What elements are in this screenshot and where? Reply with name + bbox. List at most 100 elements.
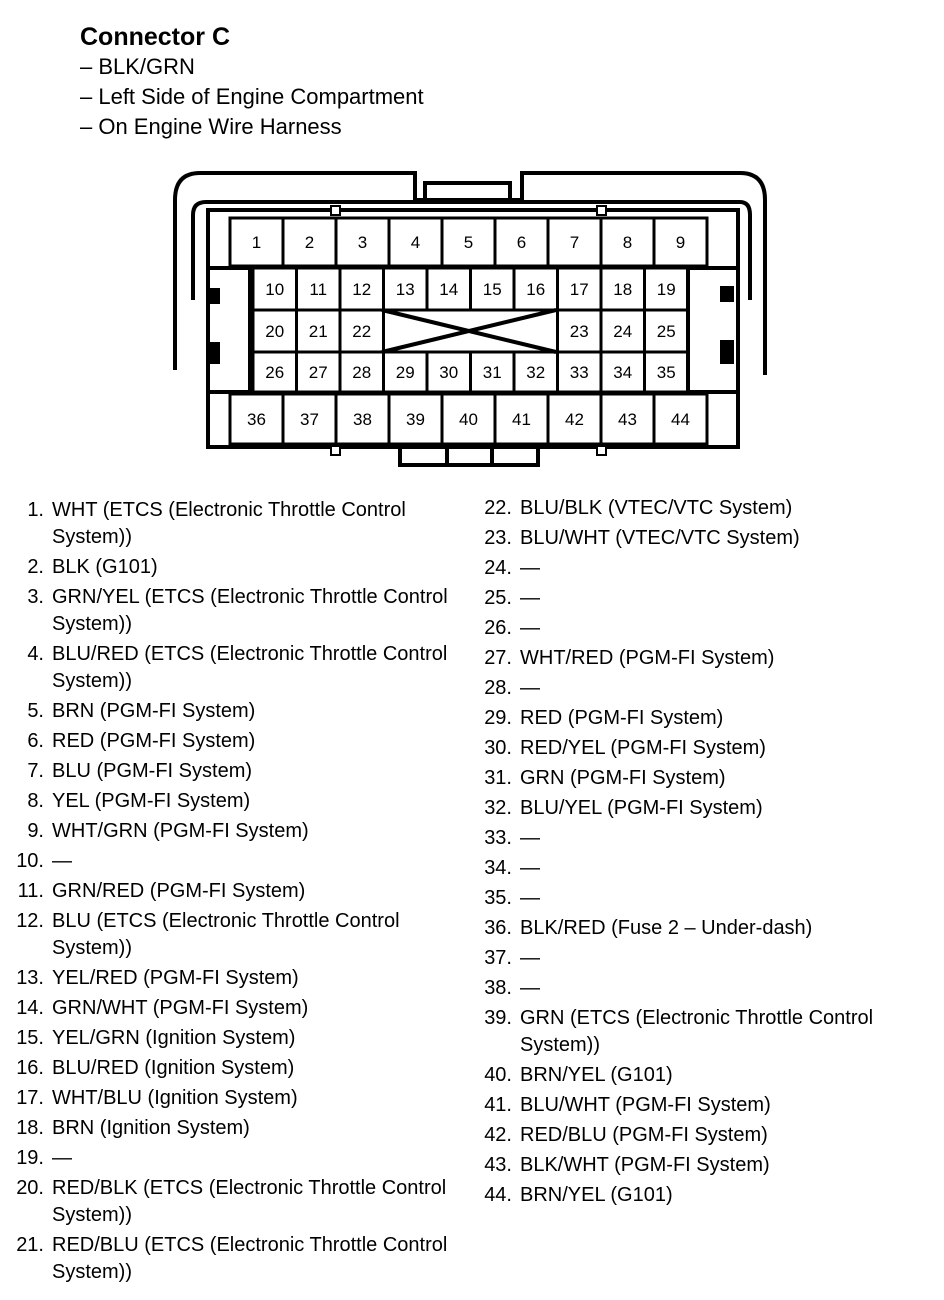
- pin-number: 30.: [484, 737, 512, 759]
- pin-number: 22.: [484, 497, 512, 519]
- pin-item: 13.YEL/RED (PGM-FI System): [0, 965, 460, 992]
- pin-description: BLK/RED (Fuse 2 – Under-dash): [520, 917, 813, 939]
- pin-cell-label: 16: [526, 280, 545, 299]
- pin-cell-label: 19: [657, 280, 676, 299]
- pin-number: 6.: [27, 730, 44, 752]
- pin-item: 12.BLU (ETCS (Electronic Throttle Contro…: [0, 908, 460, 962]
- pin-number: 25.: [484, 587, 512, 609]
- connector-title: Connector C: [80, 23, 230, 51]
- pin-number: 4.: [27, 643, 44, 665]
- pin-cell-label: 18: [613, 280, 632, 299]
- pin-description: BLU (ETCS (Electronic Throttle Control S…: [52, 910, 400, 959]
- pin-cell-label: 4: [411, 233, 420, 252]
- pin-number: 13.: [16, 967, 44, 989]
- pin-description: YEL/GRN (Ignition System): [52, 1027, 296, 1049]
- pin-description: RED (PGM-FI System): [52, 730, 256, 752]
- pin-number: 16.: [16, 1057, 44, 1079]
- pin-number: 10.: [16, 850, 44, 872]
- pin-item: 33. —: [468, 825, 938, 852]
- pin-cell-label: 22: [352, 322, 371, 341]
- pin-item: 25.—: [468, 585, 938, 612]
- connector-location: – Left Side of Engine Compartment: [80, 84, 424, 109]
- pin-item: 41.BLU/WHT (PGM-FI System): [468, 1092, 938, 1119]
- pin-description: BLU (PGM-FI System): [52, 760, 253, 782]
- pin-item: 22. BLU/BLK (VTEC/VTC System): [468, 495, 938, 522]
- pin-item: 44. BRN/YEL (G101): [468, 1182, 938, 1209]
- pin-description: RED (PGM-FI System): [520, 707, 724, 729]
- pin-cell-label: 10: [265, 280, 284, 299]
- pin-item: 15. YEL/GRN (Ignition System): [0, 1025, 460, 1052]
- pin-cell-label: 3: [358, 233, 367, 252]
- pin-number: 15.: [16, 1027, 44, 1049]
- pin-description: BRN/YEL (G101): [520, 1184, 673, 1206]
- pin-number: 14.: [16, 997, 44, 1019]
- pin-item: 34.—: [468, 855, 938, 882]
- pin-cell-label: 8: [623, 233, 632, 252]
- pin-description: BLU/RED (Ignition System): [52, 1057, 295, 1079]
- pin-number: 38.: [484, 977, 512, 999]
- pin-number: 44.: [484, 1184, 512, 1206]
- pin-description: BLU/YEL (PGM-FI System): [520, 797, 763, 819]
- pin-item: 35.—: [468, 885, 938, 912]
- pin-number: 20.: [16, 1177, 44, 1199]
- pin-description: BLU/BLK (VTEC/VTC System): [520, 497, 793, 519]
- pin-item: 17.WHT/BLU (Ignition System): [0, 1085, 460, 1112]
- pin-cell-label: 7: [570, 233, 579, 252]
- pin-number: 7.: [27, 760, 44, 782]
- pin-cell-label: 21: [309, 322, 328, 341]
- pin-description: —: [520, 677, 540, 699]
- pin-description: YEL (PGM-FI System): [52, 790, 251, 812]
- pin-cell-label: 29: [396, 363, 415, 382]
- pin-cell-label: 27: [309, 363, 328, 382]
- pin-cell-label: 44: [671, 410, 690, 429]
- pin-item: 8. YEL (PGM-FI System): [0, 788, 460, 815]
- pin-cell-label: 9: [676, 233, 685, 252]
- pin-cell-label: 36: [247, 410, 266, 429]
- pin-description: WHT/RED (PGM-FI System): [520, 647, 775, 669]
- pin-item: 5.BRN (PGM-FI System): [0, 698, 460, 725]
- pin-number: 8.: [27, 790, 44, 812]
- pin-description: —: [52, 1147, 72, 1169]
- pin-description: BRN/YEL (G101): [520, 1064, 673, 1086]
- pin-description: —: [520, 827, 540, 849]
- connector-harness: – On Engine Wire Harness: [80, 114, 342, 139]
- pin-description: —: [520, 557, 540, 579]
- pin-description: BRN (PGM-FI System): [52, 700, 256, 722]
- pin-number: 2.: [27, 556, 44, 578]
- pin-number: 29.: [484, 707, 512, 729]
- pin-number: 33.: [484, 827, 512, 849]
- pin-description: RED/BLU (ETCS (Electronic Throttle Contr…: [52, 1234, 448, 1283]
- pin-item: 10.—: [0, 848, 460, 875]
- pin-number: 32.: [484, 797, 512, 819]
- pin-number: 3.: [27, 586, 44, 608]
- pin-cell-label: 12: [352, 280, 371, 299]
- pin-item: 31.GRN (PGM-FI System): [468, 765, 938, 792]
- pin-description: RED/YEL (PGM-FI System): [520, 737, 766, 759]
- pin-cell-label: 6: [517, 233, 526, 252]
- pin-list-right: 22. BLU/BLK (VTEC/VTC System) 23.BLU/WHT (…: [468, 495, 938, 1212]
- pin-cell-label: 24: [613, 322, 632, 341]
- pin-description: WHT (ETCS (Electronic Throttle Control S…: [52, 499, 406, 548]
- pin-description: GRN/WHT (PGM-FI System): [52, 997, 309, 1019]
- pin-number: 11.: [17, 880, 44, 902]
- pin-cell-label: 2: [305, 233, 314, 252]
- pin-description: BLK/WHT (PGM-FI System): [520, 1154, 770, 1176]
- pin-description: —: [520, 947, 540, 969]
- pin-item: 40.BRN/YEL (G101): [468, 1062, 938, 1089]
- pin-number: 31.: [484, 767, 512, 789]
- pin-cell-label: 37: [300, 410, 319, 429]
- pin-cell-label: 25: [657, 322, 676, 341]
- pin-number: 24.: [484, 557, 512, 579]
- pin-item: 23.BLU/WHT (VTEC/VTC System): [468, 525, 938, 552]
- pin-cell: [652, 392, 709, 446]
- pin-number: 26.: [484, 617, 512, 639]
- pin-item: 16. BLU/RED (Ignition System): [0, 1055, 460, 1082]
- pin-cell-label: 43: [618, 410, 637, 429]
- pin-description: BLU/RED (ETCS (Electronic Throttle Contr…: [52, 643, 448, 692]
- pin-number: 9.: [27, 820, 44, 842]
- pin-number: 19.: [16, 1147, 44, 1169]
- pin-cell-label: 20: [265, 322, 284, 341]
- pin-cell-label: 35: [657, 363, 676, 382]
- pin-item: 26.—: [468, 615, 938, 642]
- pin-item: 36.BLK/RED (Fuse 2 – Under-dash): [468, 915, 938, 942]
